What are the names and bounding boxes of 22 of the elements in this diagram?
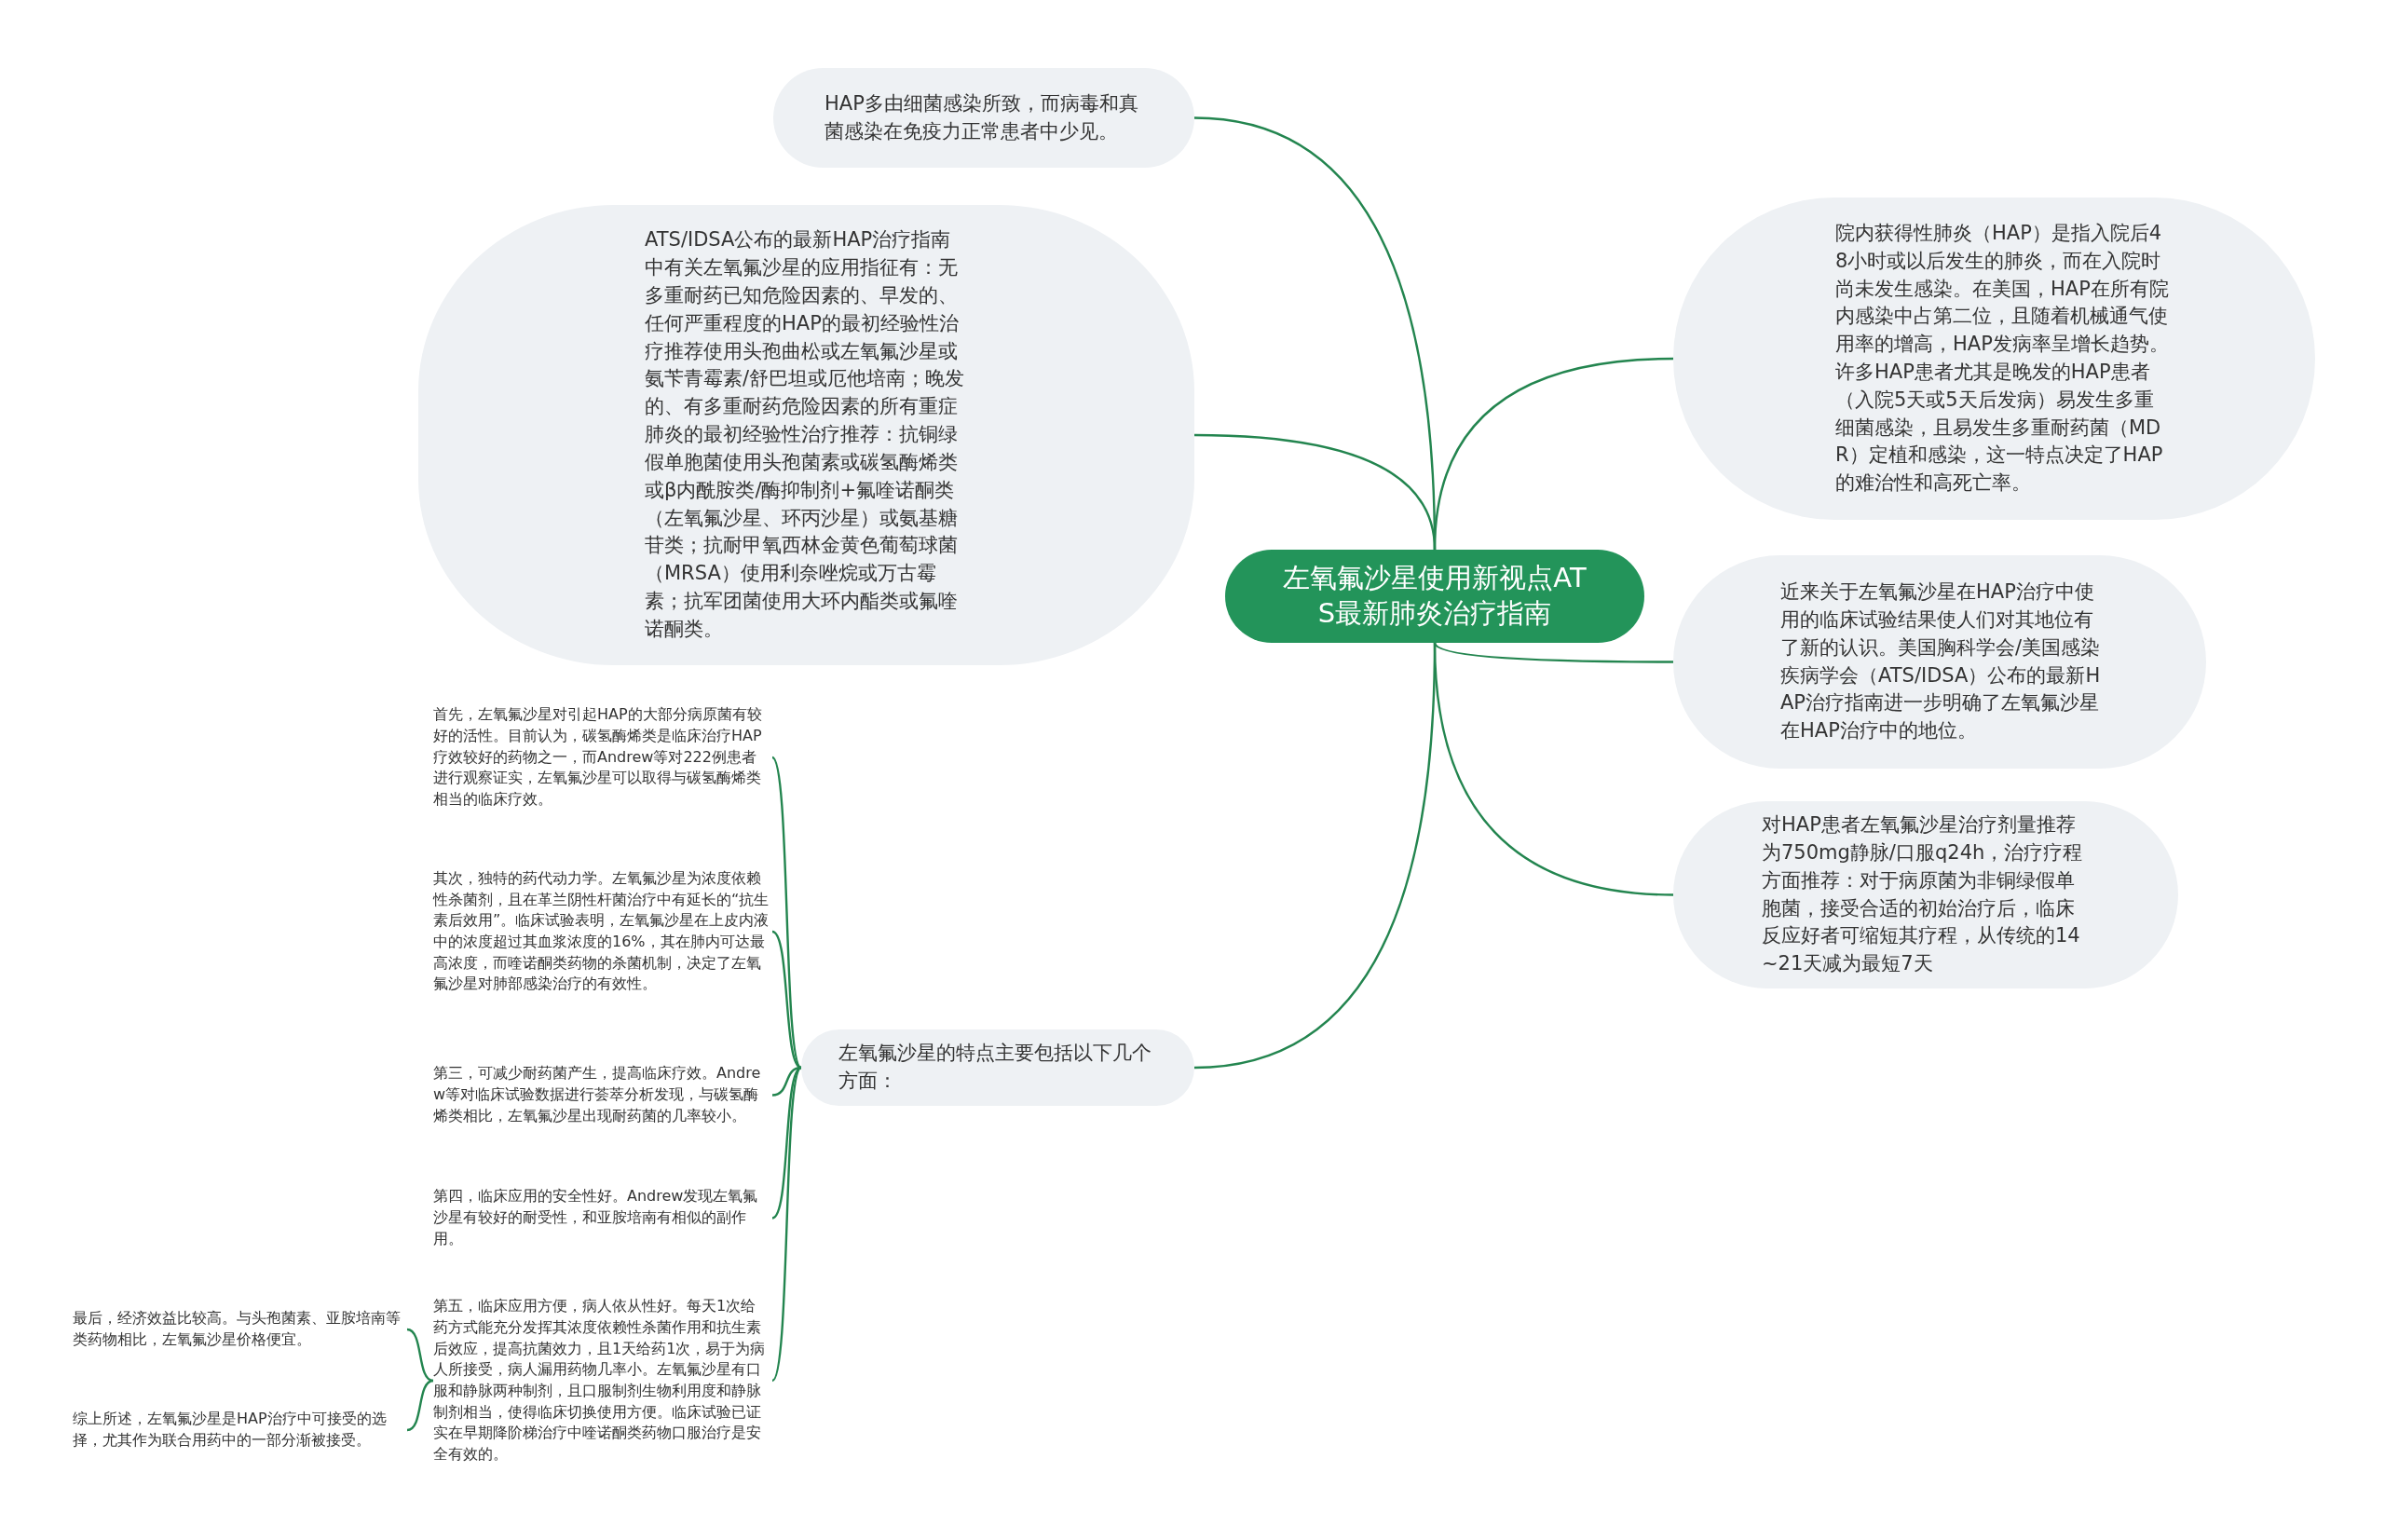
connector-line: [771, 756, 802, 1069]
note-text: 第三，可减少耐药菌产生，提高临床疗效。Andrew等对临床试验数据进行荟萃分析发现，与碳氢酶烯类相比，左氧氟沙星出现耐药菌的几率较小。: [433, 1063, 762, 1126]
note-text: 首先，左氧氟沙星对引起HAP的大部分病原菌有较好的活性。目前认为，碳氢酶烯类是临床治疗HAP疗效较好的药物之一，而Andrew等对222例患者进行观察证实，左氧氟沙星可以取得与碳氢酶烯类相当的临床疗效。: [433, 704, 763, 811]
topic-bubble: 院内获得性肺炎（HAP）是指入院后48小时或以后发生的肺炎，而在入院时尚未发生感染。在美国，HAP在所有院内感染中占第二位，且随着机械通气使用率的增高，HAP发病率呈增长趋势。许多HAP患者尤其是晚发的HAP患者（入院5天或5天后发病）易发生多重细菌感染，且易发生多重耐药菌（MDR）定植和感染，这一特点决定了HAP的难治性和高死亡率。: [1673, 198, 2315, 520]
central-topic: 左氧氟沙星使用新视点ATS最新肺炎治疗指南: [1225, 550, 1644, 643]
note-text: 最后，经济效益比较高。与头孢菌素、亚胺培南等类药物相比，左氧氟沙星价格便宜。: [73, 1308, 402, 1350]
topic-bubble: 对HAP患者左氧氟沙星治疗剂量推荐为750mg静脉/口服q24h，治疗疗程方面推荐：对于病原菌为非铜绿假单胞菌，接受合适的初始治疗后，临床反应好者可缩短其疗程，从传统的14~21天减为最短7天: [1673, 801, 2178, 988]
topic-bubble: HAP多由细菌感染所致，而病毒和真菌感染在免疫力正常患者中少见。: [773, 68, 1194, 168]
note-text: 其次，独特的药代动力学。左氧氟沙星为浓度依赖性杀菌剂，且在革兰阴性杆菌治疗中有延长的“抗生素后效用”。临床试验表明，左氧氟沙星在上皮内液中的浓度超过其血浆浓度的16%，其在肺内可达最高浓度，而喹诺酮类药物的杀菌机制，决定了左氧氟沙星对肺部感染治疗的有效性。: [433, 867, 770, 995]
connector-line: [1193, 642, 1437, 1070]
connector-line: [771, 1067, 802, 1382]
topic-bubble: 近来关于左氧氟沙星在HAP治疗中使用的临床试验结果使人们对其地位有了新的认识。美国胸科学会/美国感染疾病学会（ATS/IDSA）公布的最新HAP治疗指南进一步明确了左氧氟沙星在HAP治疗中的地位。: [1673, 555, 2206, 769]
connector-line: [1433, 357, 1674, 551]
connector-line: [1433, 642, 1673, 663]
note-text: 第四，临床应用的安全性好。Andrew发现左氧氟沙星有较好的耐受性，和亚胺培南有相似的副作用。: [433, 1186, 759, 1249]
connector-line: [406, 1379, 434, 1432]
note-text: 第五，临床应用方便，病人依从性好。每天1次给药方式能充分发挥其浓度依赖性杀菌作用和抗生素后效应，提高抗菌效力，且1天给药1次，易于为病人所接受，病人漏用药物几率小。左氧氟沙星有口服和静脉两种制剂，且口服制剂生物利用度和静脉制剂相当，使得临床切换使用方便。临床试验已证实在早期降阶梯治疗中喹诺酮类药物口服治疗是安全有效的。: [433, 1296, 767, 1465]
note-text: 综上所述，左氧氟沙星是HAP治疗中可接受的选择，尤其作为联合用药中的一部分渐被接受。: [73, 1409, 388, 1451]
topic-bubble: 左氧氟沙星的特点主要包括以下几个方面：: [801, 1029, 1194, 1106]
connector-line: [771, 1067, 802, 1220]
topic-bubble: ATS/IDSA公布的最新HAP治疗指南中有关左氧氟沙星的应用指征有：无多重耐药已知危险因素的、早发的、任何严重程度的HAP的最初经验性治疗推荐使用头孢曲松或左氧氟沙星或氨苄青霉素/舒巴坦或厄他培南；晚发的、有多重耐药危险因素的所有重症肺炎的最初经验性治疗推荐：抗铜绿假单胞菌使用头孢菌素或碳氢酶烯类或β内酰胺类/酶抑制剂+氟喹诺酮类（左氧氟沙星、环丙沙星）或氨基糖苷类；抗耐甲氧西林金黄色葡萄球菌（MRSA）使用利奈唑烷或万古霉素；抗军团菌使用大环内酯类或氟喹诺酮类。: [418, 205, 1194, 665]
connector-line: [406, 1328, 434, 1383]
